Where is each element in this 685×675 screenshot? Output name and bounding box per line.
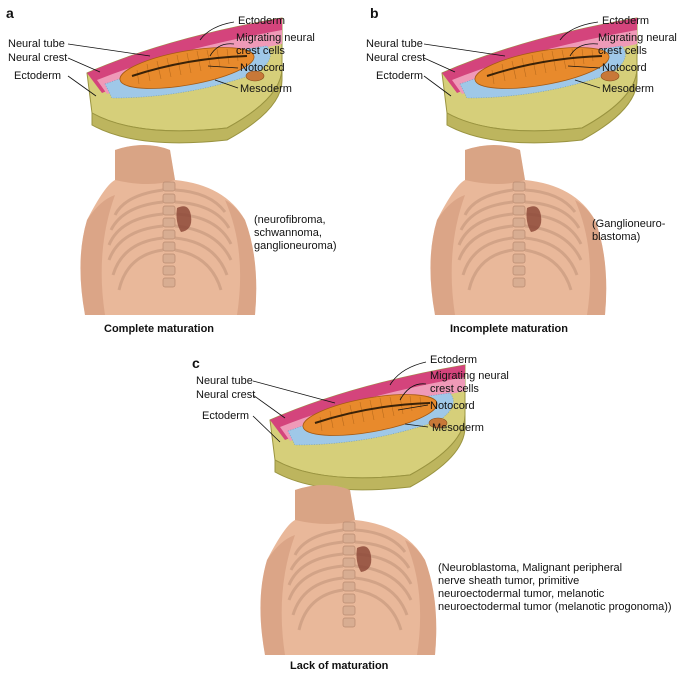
caption-b: Incomplete maturation xyxy=(450,323,568,335)
description-b: (Ganglioneuro- blastoma) xyxy=(592,218,666,243)
label-notocord: Notocord xyxy=(430,400,475,412)
label-mesoderm: Mesoderm xyxy=(432,422,484,434)
label-neural-tube: Neural tube xyxy=(366,38,423,50)
label-neural-tube: Neural tube xyxy=(196,375,253,387)
label-ectoderm-left: Ectoderm xyxy=(202,410,250,422)
panel-letter-b: b xyxy=(370,5,379,21)
caption-a: Complete maturation xyxy=(104,323,215,335)
label-neural-crest: Neural crest xyxy=(196,389,256,401)
label-ectoderm-top: Ectoderm xyxy=(430,354,478,366)
label-ectoderm-top: Ectoderm xyxy=(238,15,286,27)
label-ectoderm-top: Ectoderm xyxy=(602,15,650,27)
label-migrating-2: crest cells xyxy=(598,45,647,57)
description-c: (Neuroblastoma, Malignant peripheral ner… xyxy=(438,562,672,613)
caption-c: Lack of maturation xyxy=(290,660,389,672)
label-notocord: Notocord xyxy=(602,62,647,74)
label-notocord: Notocord xyxy=(240,62,285,74)
label-migrating-2: crest cells xyxy=(430,383,479,395)
label-neural-tube: Neural tube xyxy=(8,38,65,50)
panel-letter-c: c xyxy=(192,355,200,371)
label-mesoderm: Mesoderm xyxy=(240,83,292,95)
label-neural-crest: Neural crest xyxy=(366,52,426,64)
label-migrating-2: crest cells xyxy=(236,45,285,57)
label-ectoderm-left: Ectoderm xyxy=(376,70,424,82)
label-neural-crest: Neural crest xyxy=(8,52,68,64)
label-migrating-1: Migrating neural xyxy=(430,370,509,382)
label-mesoderm: Mesoderm xyxy=(602,83,654,95)
label-migrating-1: Migrating neural xyxy=(236,32,315,44)
label-migrating-1: Migrating neural xyxy=(598,32,677,44)
label-ectoderm-left: Ectoderm xyxy=(14,70,62,82)
description-a: (neurofibroma, schwannoma, ganglioneurom… xyxy=(254,214,337,252)
panel-letter-a: a xyxy=(6,5,14,21)
